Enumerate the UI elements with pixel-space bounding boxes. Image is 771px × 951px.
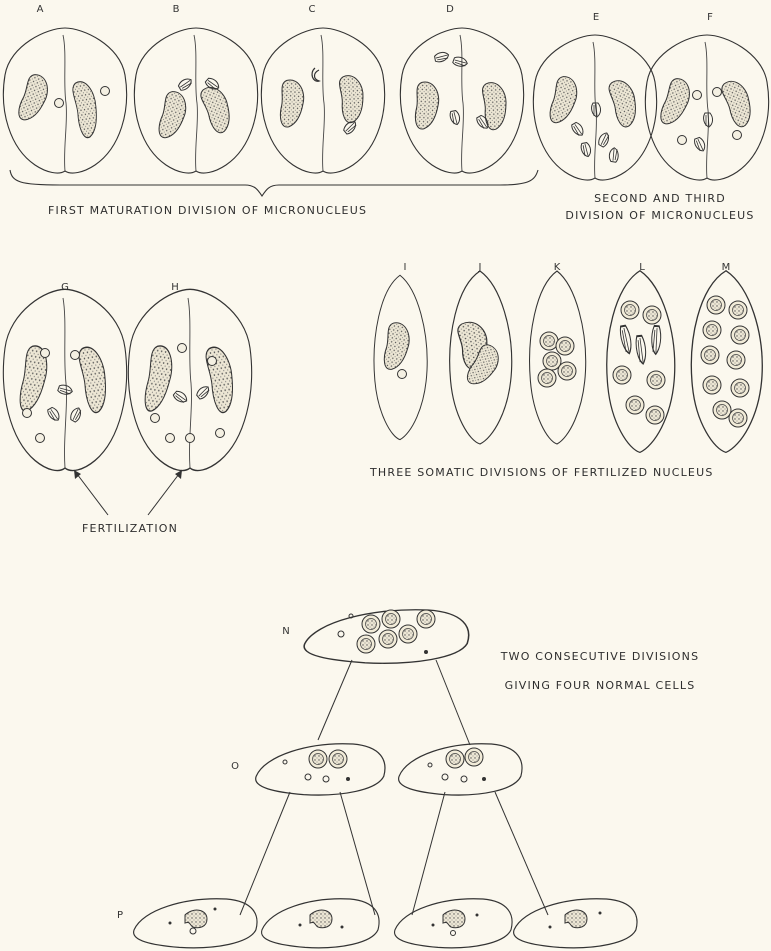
cell-pair-f	[645, 35, 768, 180]
panel-label-b: B	[173, 4, 180, 15]
panel-label-p: P	[117, 910, 123, 921]
panel-label-c: C	[309, 4, 316, 15]
cell-p-3	[395, 899, 513, 948]
cell-pair-c	[261, 28, 384, 173]
cell-k	[530, 271, 586, 444]
arrow-fertilization-h	[148, 470, 182, 515]
brace-first-maturation	[10, 170, 538, 196]
caption-first-maturation: FIRST MATURATION DIVISION OF MICRONUCLEU…	[48, 204, 367, 217]
panel-label-o: O	[231, 761, 239, 772]
panel-label-e: E	[593, 12, 599, 23]
cell-n	[304, 610, 469, 664]
cell-i	[374, 275, 427, 439]
panel-label-l: L	[639, 262, 645, 273]
caption-second-third-2: DIVISION OF MICRONUCLEUS	[555, 209, 765, 222]
panel-label-i: I	[404, 262, 407, 273]
cell-pair-b	[134, 28, 257, 173]
panel-label-k: K	[554, 262, 561, 273]
caption-fertilization: FERTILIZATION	[70, 522, 190, 535]
cell-p-2	[262, 899, 380, 948]
cell-p-4	[514, 899, 637, 948]
caption-second-third-1: SECOND AND THIRD	[555, 192, 765, 205]
cell-pair-h	[128, 289, 251, 470]
cell-p-1	[134, 899, 257, 948]
cell-pair-e	[533, 35, 656, 180]
panel-label-j: J	[479, 262, 482, 273]
panel-label-d: D	[446, 4, 454, 15]
arrow-fertilization-g	[74, 470, 108, 515]
cell-o-right	[399, 744, 522, 795]
cell-o-left	[256, 744, 385, 795]
panel-label-n: N	[282, 626, 289, 637]
tree-lines	[240, 660, 548, 915]
panel-label-f: F	[707, 12, 713, 23]
panel-label-h: H	[171, 282, 179, 293]
panel-label-a: A	[37, 4, 44, 15]
cell-j	[450, 271, 512, 444]
panel-label-g: G	[61, 282, 69, 293]
caption-somatic: THREE SOMATIC DIVISIONS OF FERTILIZED NU…	[370, 466, 714, 479]
cell-pair-a	[3, 28, 126, 173]
caption-consecutive-1: TWO CONSECUTIVE DIVISIONS	[480, 650, 720, 663]
cell-pair-g	[3, 289, 126, 470]
caption-consecutive-2: GIVING FOUR NORMAL CELLS	[480, 679, 720, 692]
panel-label-m: M	[722, 262, 731, 273]
cell-m	[691, 271, 762, 453]
cell-pair-d	[400, 28, 523, 173]
cell-l	[607, 271, 675, 453]
